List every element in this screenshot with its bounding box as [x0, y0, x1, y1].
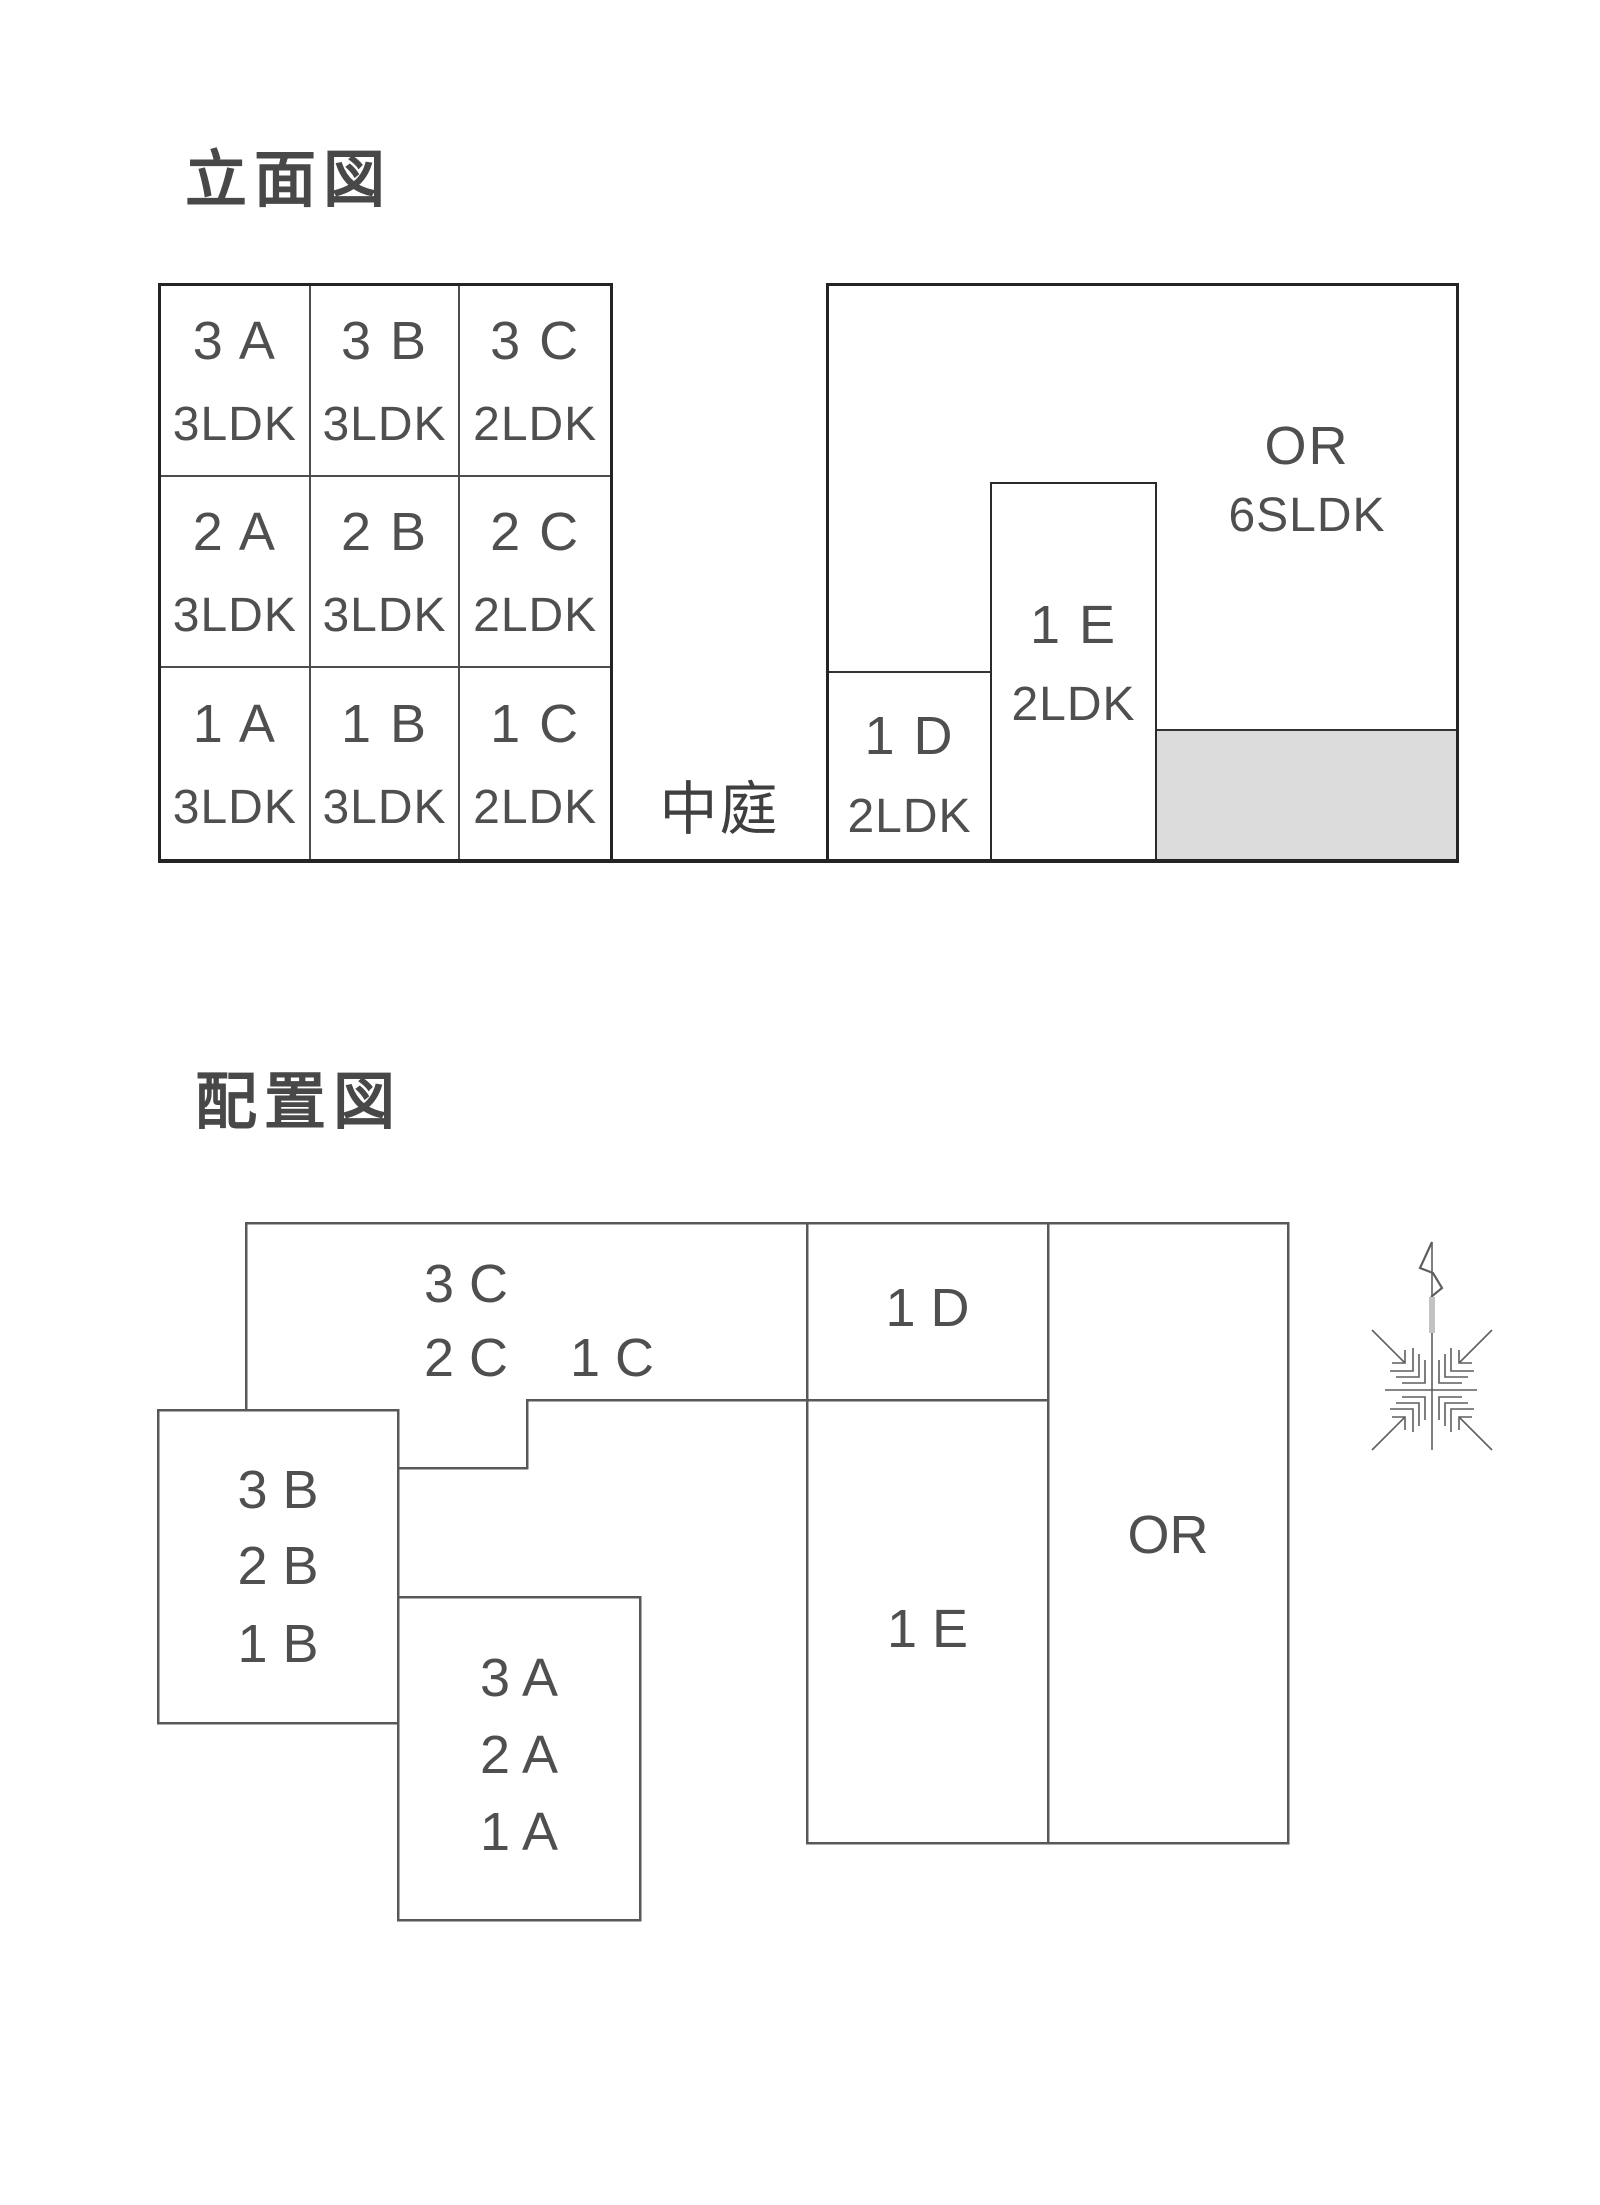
unit-type: 2LDK [1011, 678, 1136, 731]
site-label-1d: 1 D [885, 1278, 970, 1338]
unit-label: 1 D [864, 705, 955, 766]
unit-label: 1 C [490, 693, 581, 754]
unit-type: 3LDK [172, 397, 297, 451]
site-label-2c: 2 C [423, 1328, 509, 1388]
unit-cell-3a: 3 A 3LDK [161, 286, 311, 477]
unit-type: 2LDK [473, 588, 598, 642]
elevation-unit-grid: 3 A 3LDK 3 B 3LDK 3 C 2LDK 2 A 3LDK 2 B … [158, 283, 613, 862]
unit-cell-2b: 2 B 3LDK [310, 477, 461, 668]
unit-type: 3LDK [172, 780, 297, 834]
unit-cell-1c: 1 C 2LDK [460, 668, 610, 859]
unit-type: 3LDK [322, 397, 447, 451]
site-block-a [396, 1595, 642, 1922]
unit-label: 2 B [340, 501, 429, 562]
courtyard-label: 中庭 [659, 777, 780, 842]
site-block-b [156, 1408, 400, 1725]
unit-cell-1e: 1 E 2LDK [990, 482, 1157, 862]
unit-cell-1a: 1 A 3LDK [161, 668, 311, 859]
site-title: 配置図 [195, 1069, 403, 1137]
unit-1d-top-line [829, 671, 990, 673]
site-plan-shapes [156, 1221, 1493, 1922]
north-compass-icon [1371, 1241, 1493, 1451]
unit-cell-3b: 3 B 3LDK [310, 286, 461, 477]
unit-cell-or: OR 6SLDK [1157, 416, 1457, 542]
unit-cell-2c: 2 C 2LDK [460, 477, 610, 668]
site-label-3a: 3 A [479, 1648, 559, 1708]
unit-label: 1 E [1029, 595, 1118, 655]
unit-cell-1d: 1 D 2LDK [829, 673, 990, 859]
unit-cell-1b: 1 B 3LDK [311, 668, 461, 859]
unit-type: 2LDK [473, 397, 598, 451]
unit-type: 3LDK [322, 588, 447, 642]
unit-label: OR [1264, 416, 1350, 476]
unit-label: 1 B [340, 693, 429, 754]
site-label-1c: 1 C [569, 1328, 655, 1388]
unit-label: 3 C [490, 310, 581, 371]
unit-label: 2 C [490, 501, 581, 562]
unit-type: 6SLDK [1228, 489, 1386, 542]
unit-label: 3 B [340, 310, 429, 371]
elevation-right-building: 1 D 2LDK 1 E 2LDK OR 6SLDK [826, 283, 1459, 862]
site-label-3c: 3 C [423, 1254, 509, 1314]
unit-label: 1 A [192, 693, 277, 754]
unit-type: 3LDK [172, 588, 297, 642]
site-label-3b: 3 B [237, 1460, 319, 1520]
unit-cell-2a: 2 A 3LDK [161, 477, 311, 668]
unit-type: 3LDK [322, 780, 447, 834]
ground-block [1157, 729, 1456, 859]
site-label-1e: 1 E [886, 1599, 969, 1659]
ground-line [158, 859, 1459, 863]
site-label-or: OR [1127, 1505, 1209, 1565]
site-label-1b: 1 B [237, 1614, 319, 1674]
unit-type: 2LDK [473, 780, 598, 834]
unit-label: 3 A [192, 310, 277, 371]
elevation-title: 立面図 [185, 147, 393, 215]
site-label-2a: 2 A [479, 1725, 559, 1785]
site-label-2b: 2 B [237, 1536, 319, 1596]
site-label-1a: 1 A [479, 1802, 559, 1862]
unit-type: 2LDK [847, 789, 972, 843]
unit-cell-3c: 3 C 2LDK [460, 286, 610, 477]
unit-label: 2 A [192, 501, 277, 562]
